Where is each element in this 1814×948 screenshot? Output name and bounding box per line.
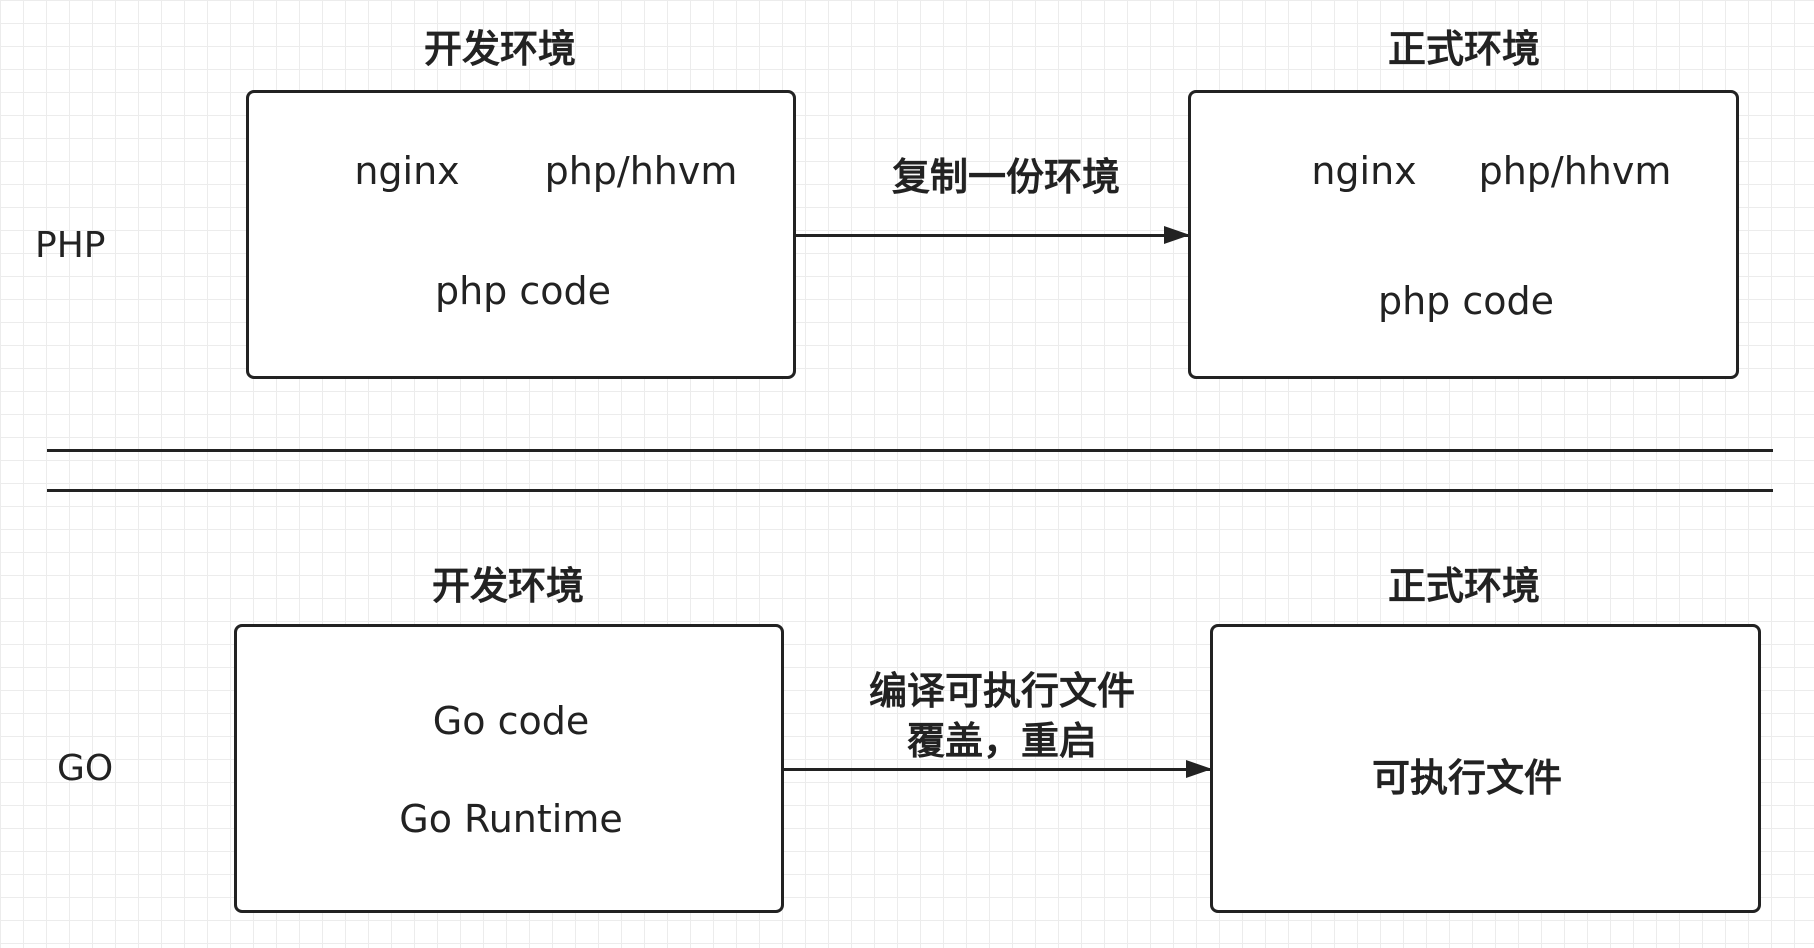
- go-row-label: GO: [57, 748, 114, 789]
- php-dev-nginx: nginx: [354, 149, 460, 193]
- go-dev-go-runtime: Go Runtime: [399, 797, 623, 841]
- php-dev-php-code: php code: [434, 269, 612, 313]
- php-arrow-label: 复制一份环境: [891, 155, 1121, 199]
- go-prod-title: 正式环境: [1387, 564, 1541, 608]
- go-dev-title: 开发环境: [431, 564, 585, 608]
- php-prod-title: 正式环境: [1387, 27, 1541, 71]
- php-prod-box: nginx php/hhvm php code: [1188, 90, 1739, 379]
- go-dev-go-code: Go code: [432, 699, 590, 743]
- php-row-label: PHP: [35, 225, 106, 266]
- php-prod-nginx: nginx: [1311, 149, 1417, 193]
- go-prod-executable: 可执行文件: [1371, 756, 1563, 800]
- section-divider-bottom: [47, 489, 1773, 492]
- php-dev-title: 开发环境: [423, 27, 577, 71]
- php-dev-php-hhvm: php/hhvm: [544, 149, 738, 193]
- go-arrow-label-line2: 覆盖，重启: [906, 719, 1098, 763]
- php-arrow-line: [796, 234, 1194, 237]
- go-arrow-head: [1186, 760, 1212, 778]
- php-dev-box: nginx php/hhvm php code: [246, 90, 796, 379]
- php-prod-php-code: php code: [1377, 279, 1555, 323]
- php-arrow-head: [1164, 226, 1190, 244]
- go-arrow-label-line1: 编译可执行文件: [868, 669, 1136, 713]
- go-arrow-line: [784, 768, 1214, 771]
- go-prod-box: 可执行文件: [1210, 624, 1761, 913]
- php-prod-php-hhvm: php/hhvm: [1478, 149, 1672, 193]
- go-dev-box: Go code Go Runtime: [234, 624, 784, 913]
- section-divider-top: [47, 449, 1773, 452]
